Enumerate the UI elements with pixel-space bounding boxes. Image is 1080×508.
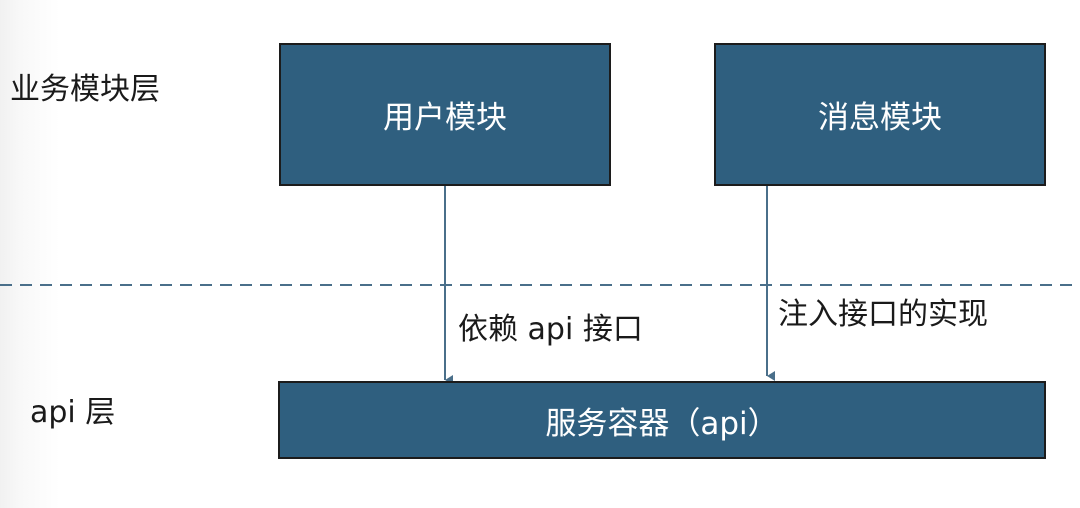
inject-implementation-label: 注入接口的实现 <box>778 297 988 332</box>
depend-api-interface-label: 依赖 api 接口 <box>458 312 643 347</box>
api-layer-label: api 层 <box>30 395 116 430</box>
user-module-node: 用户模块 <box>279 43 611 186</box>
user-module-label: 用户模块 <box>383 100 507 136</box>
message-module-label: 消息模块 <box>818 100 942 136</box>
service-container-label: 服务容器（api） <box>545 405 779 442</box>
business-layer-label: 业务模块层 <box>10 72 160 107</box>
service-container-node: 服务容器（api） <box>278 381 1046 459</box>
message-module-node: 消息模块 <box>714 43 1046 186</box>
